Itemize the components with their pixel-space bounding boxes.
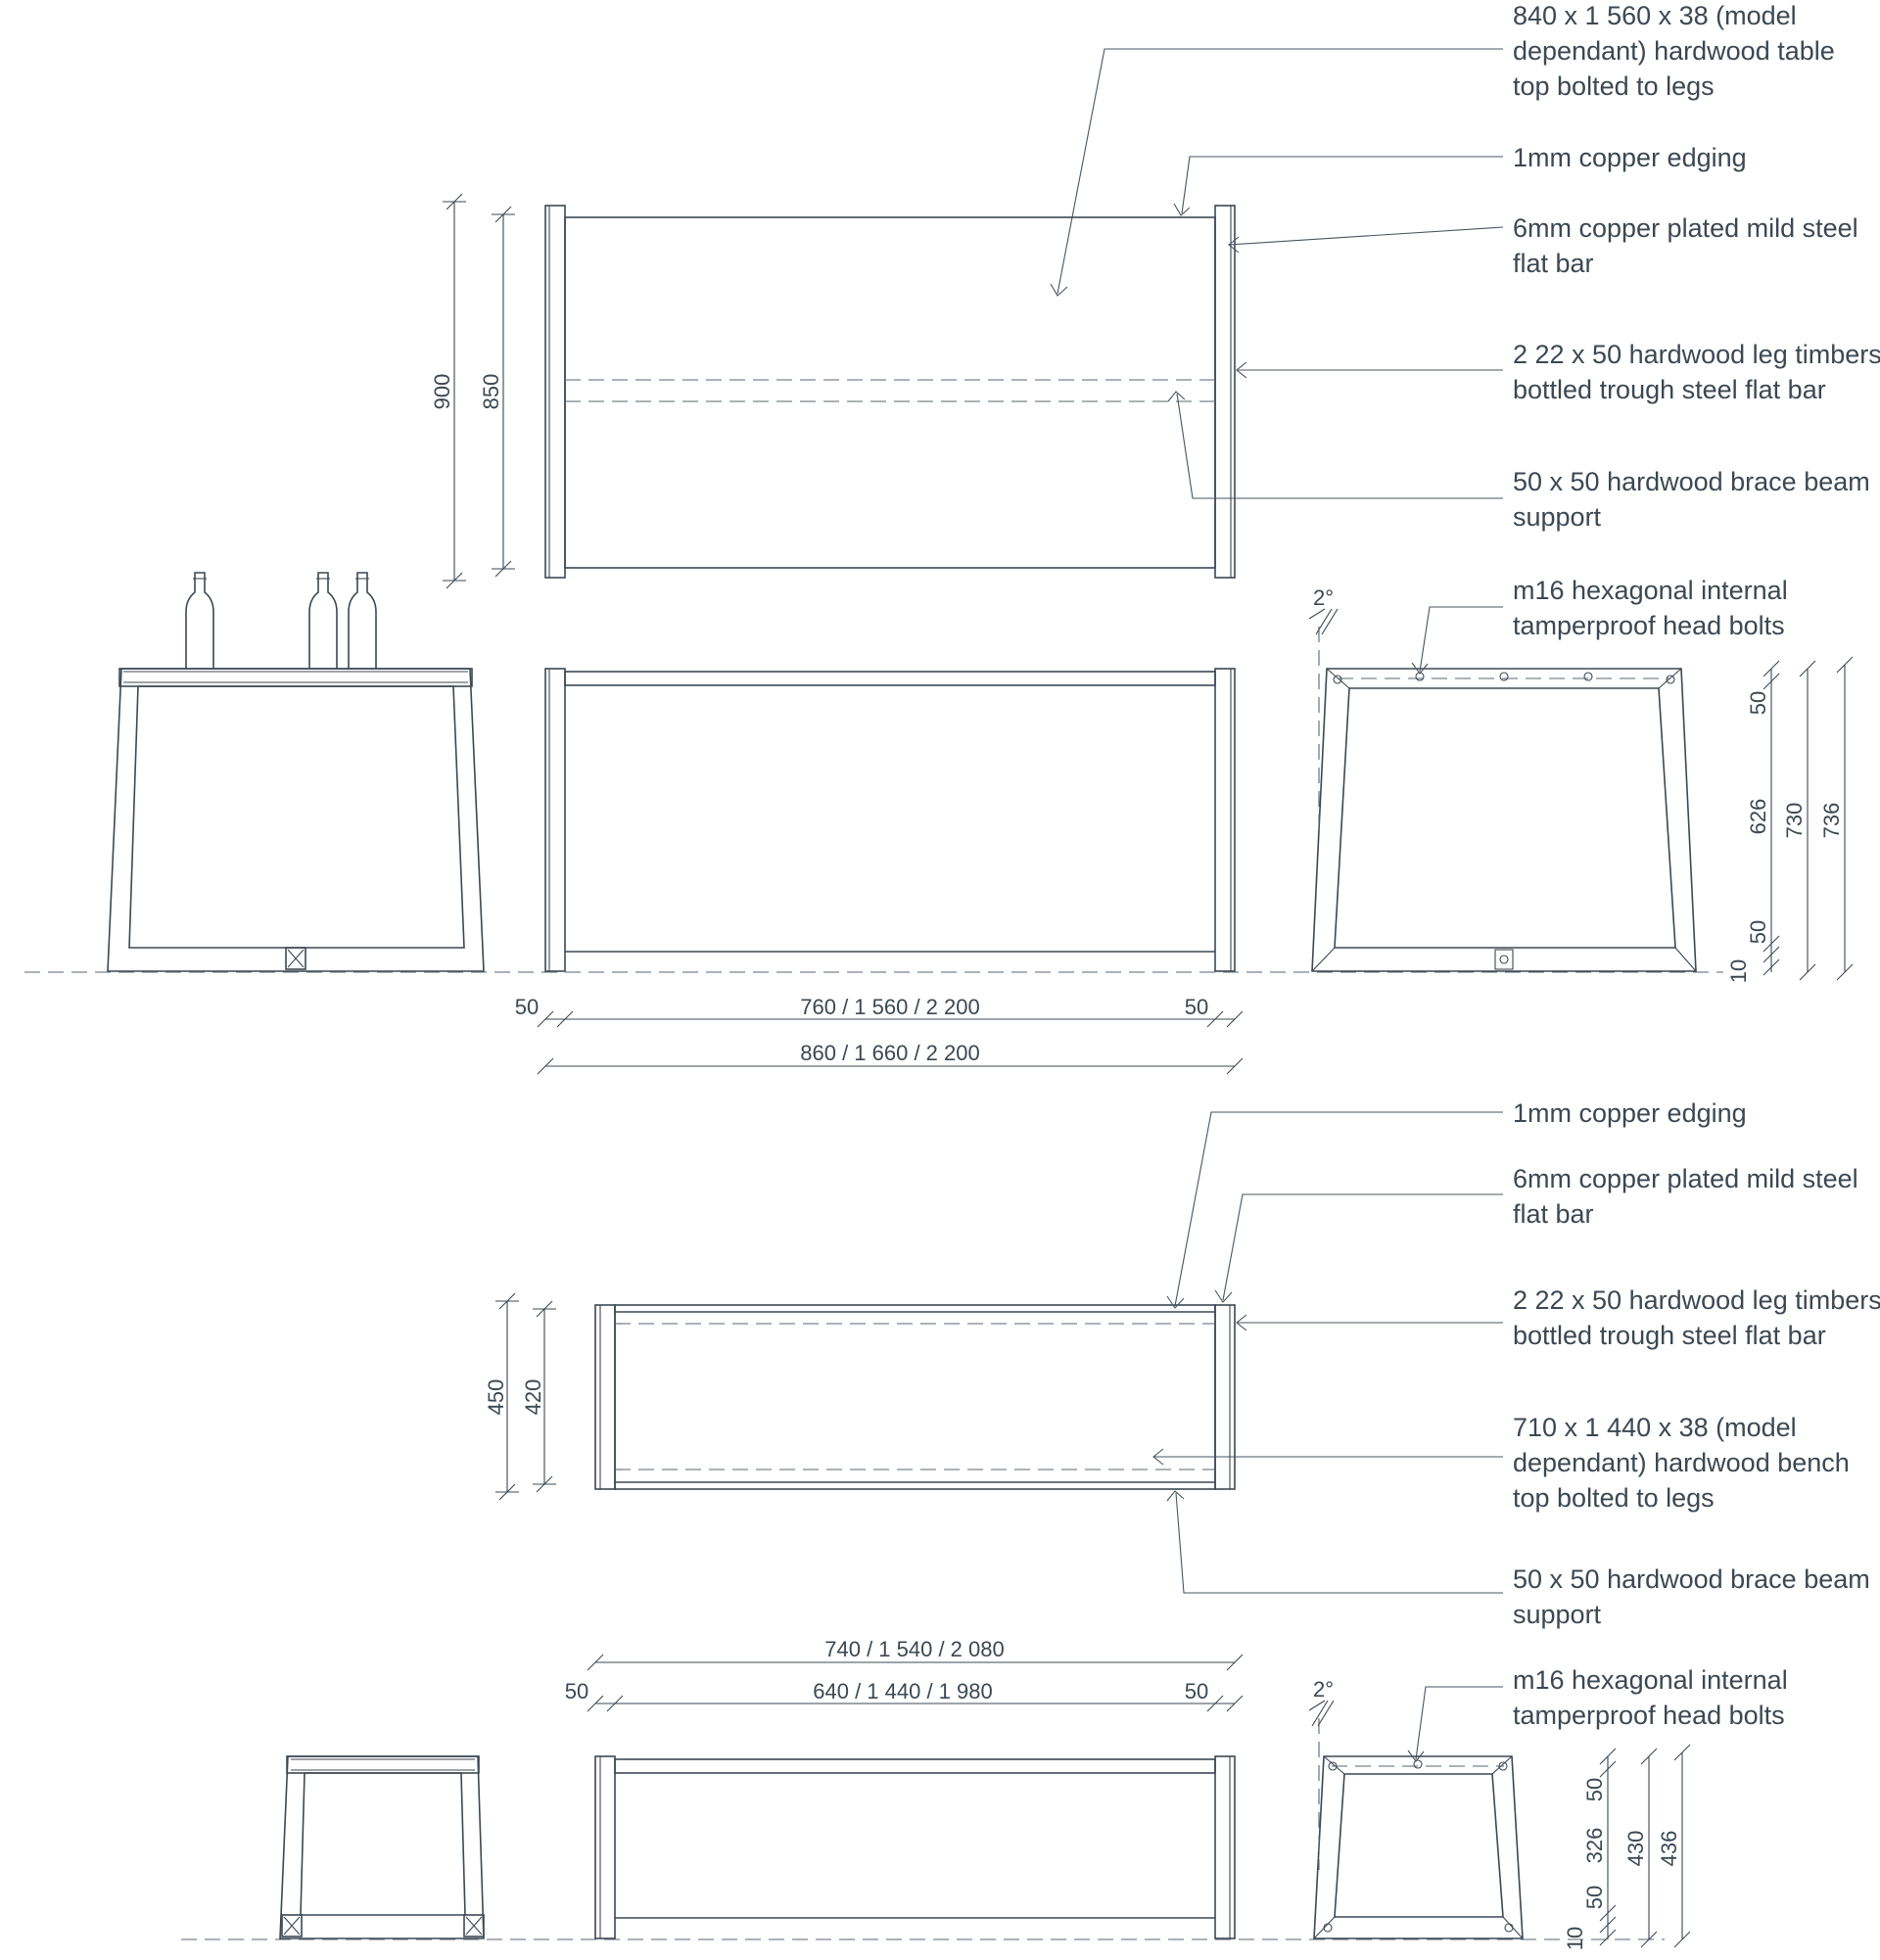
bolt-icon xyxy=(1504,1923,1514,1933)
table-side-height-dims: 50 626 50 10 730 736 xyxy=(1726,656,1854,983)
note-bench-bolts: m16 hexagonal internal tamperproof head … xyxy=(1513,1665,1795,1730)
note-bolts: m16 hexagonal internal tamperproof head … xyxy=(1513,576,1795,640)
bolt-icon xyxy=(1328,1761,1338,1771)
bench-length-dims: 740 / 1 540 / 2 080 50 640 / 1 440 / 1 9… xyxy=(565,1637,1244,1712)
bottle-icon xyxy=(308,572,338,669)
dim-bench-side-total-2: 436 xyxy=(1657,1831,1681,1867)
note-bench-copper-edging: 1mm copper edging xyxy=(1513,1098,1747,1128)
dim-bench-side-base: 10 xyxy=(1563,1927,1587,1950)
note-bench-leg-timbers: 2 22 x 50 hardwood leg timbers bottled t… xyxy=(1513,1285,1880,1350)
dim-side-base: 10 xyxy=(1726,959,1751,983)
dim-bench-angle: 2° xyxy=(1313,1677,1334,1702)
dim-end-right: 50 xyxy=(1185,995,1208,1019)
bench-notes: 1mm copper edging 6mm copper plated mild… xyxy=(1513,1098,1880,1730)
dim-side-total-1: 730 xyxy=(1782,803,1807,839)
bench-side-height-dims: 50 326 50 10 430 436 xyxy=(1563,1744,1691,1950)
dim-bench-end-right: 50 xyxy=(1185,1679,1208,1703)
note-bench-flat-bar: 6mm copper plated mild steel flat bar xyxy=(1513,1164,1865,1229)
bottle-icon xyxy=(348,572,377,669)
table-leaders xyxy=(1050,48,1504,675)
table-plan-view xyxy=(544,205,1236,579)
bolt-icon xyxy=(1499,672,1509,681)
dim-end-left: 50 xyxy=(515,995,539,1019)
table-side-view: 2° xyxy=(1308,585,1697,972)
dim-angle: 2° xyxy=(1313,585,1334,610)
bench-side-view: 2° xyxy=(1308,1677,1524,1939)
table-length-dims: 50 760 / 1 560 / 2 200 50 860 / 1 660 / … xyxy=(515,995,1244,1075)
bolt-icon xyxy=(1583,672,1593,681)
bench-leaders xyxy=(1152,1111,1503,1762)
bottle-icon xyxy=(185,572,214,669)
dim-450: 450 xyxy=(484,1379,508,1416)
bolt-icon xyxy=(1333,675,1342,684)
note-table-top: 840 x 1 560 x 38 (model dependant) hardw… xyxy=(1513,1,1842,101)
dim-bench-side-bottom: 50 xyxy=(1582,1886,1607,1909)
note-bench-brace-beam: 50 x 50 hardwood brace beam support xyxy=(1513,1564,1877,1629)
bolt-icon xyxy=(1415,672,1425,681)
dim-side-top: 50 xyxy=(1746,691,1770,715)
bolt-icon xyxy=(1666,675,1675,684)
table-front-view xyxy=(544,668,1236,972)
dim-bench-side-mid: 326 xyxy=(1582,1828,1607,1864)
dim-bench-side-total-1: 430 xyxy=(1623,1831,1648,1867)
bench-front-view xyxy=(594,1755,1236,1939)
bolt-icon xyxy=(1498,1761,1508,1771)
dim-850: 850 xyxy=(479,374,503,410)
bench-plan-height-dims: 450 420 xyxy=(484,1292,556,1501)
dim-420: 420 xyxy=(521,1379,545,1416)
dim-bench-length-overall: 740 / 1 540 / 2 080 xyxy=(824,1637,1005,1661)
table-end-view xyxy=(107,572,485,972)
bolt-icon xyxy=(1413,1759,1423,1769)
table-notes: 840 x 1 560 x 38 (model dependant) hardw… xyxy=(1513,1,1880,640)
dim-side-bottom: 50 xyxy=(1746,920,1770,944)
dim-side-total-2: 736 xyxy=(1819,803,1844,839)
bolt-icon xyxy=(1323,1923,1333,1933)
dim-length-inner: 760 / 1 560 / 2 200 xyxy=(800,995,980,1019)
note-brace-beam: 50 x 50 hardwood brace beam support xyxy=(1513,467,1877,532)
note-bench-top: 710 x 1 440 x 38 (model dependant) hardw… xyxy=(1513,1413,1856,1513)
bench-plan-view xyxy=(594,1304,1236,1490)
note-leg-timbers: 2 22 x 50 hardwood leg timbers bottled t… xyxy=(1513,340,1880,404)
dim-bench-side-top: 50 xyxy=(1582,1778,1607,1801)
table-plan-height-dims: 900 850 xyxy=(430,193,515,589)
dim-side-mid: 626 xyxy=(1746,799,1770,835)
note-flat-bar: 6mm copper plated mild steel flat bar xyxy=(1513,213,1865,278)
bench-end-view xyxy=(279,1755,485,1939)
dim-bench-end-left: 50 xyxy=(565,1679,588,1703)
dim-bench-length-inner: 640 / 1 440 / 1 980 xyxy=(813,1679,993,1703)
bolt-icon xyxy=(1499,955,1509,964)
note-copper-edging: 1mm copper edging xyxy=(1513,143,1747,172)
dim-length-overall: 860 / 1 660 / 2 200 xyxy=(800,1041,980,1065)
dim-900: 900 xyxy=(430,374,454,410)
